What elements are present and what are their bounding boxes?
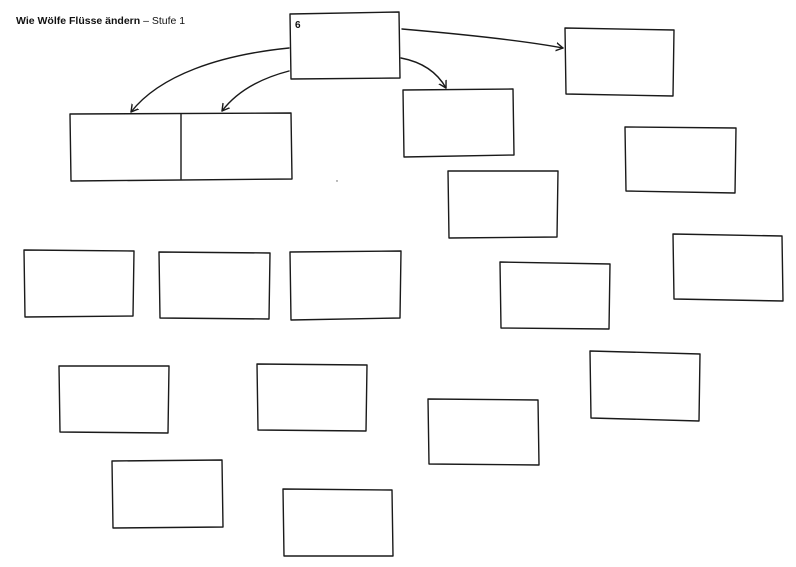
empty-box-8[interactable] — [289, 250, 402, 321]
title-level: – Stufe 1 — [140, 15, 186, 27]
empty-box-11[interactable] — [58, 365, 170, 434]
empty-box-10[interactable] — [589, 350, 701, 422]
stray-dot — [336, 180, 338, 182]
worksheet-title: Wie Wölfe Flüsse ändern – Stufe 1 — [16, 15, 185, 27]
empty-box-9[interactable] — [499, 261, 611, 330]
arrow-to-mid-box — [400, 57, 446, 89]
empty-box-2[interactable] — [402, 88, 515, 158]
root-box[interactable]: 6 — [289, 11, 401, 80]
root-box-number: 6 — [295, 20, 301, 31]
empty-box-5[interactable] — [672, 233, 784, 302]
empty-box-12[interactable] — [256, 363, 368, 432]
empty-box-14[interactable] — [111, 459, 224, 529]
empty-box-7[interactable] — [158, 251, 271, 320]
arrow-to-left-pair-b — [221, 70, 290, 112]
arrow-to-right-box — [401, 28, 564, 48]
empty-box-3[interactable] — [624, 126, 737, 194]
empty-box-1[interactable] — [564, 27, 675, 97]
split-box[interactable] — [69, 112, 293, 182]
title-main: Wie Wölfe Flüsse ändern — [16, 15, 141, 27]
empty-box-6[interactable] — [23, 249, 135, 318]
empty-box-4[interactable] — [447, 170, 559, 239]
empty-box-15[interactable] — [282, 488, 394, 557]
empty-box-13[interactable] — [427, 398, 540, 466]
arrow-to-left-pair-a — [130, 47, 290, 113]
